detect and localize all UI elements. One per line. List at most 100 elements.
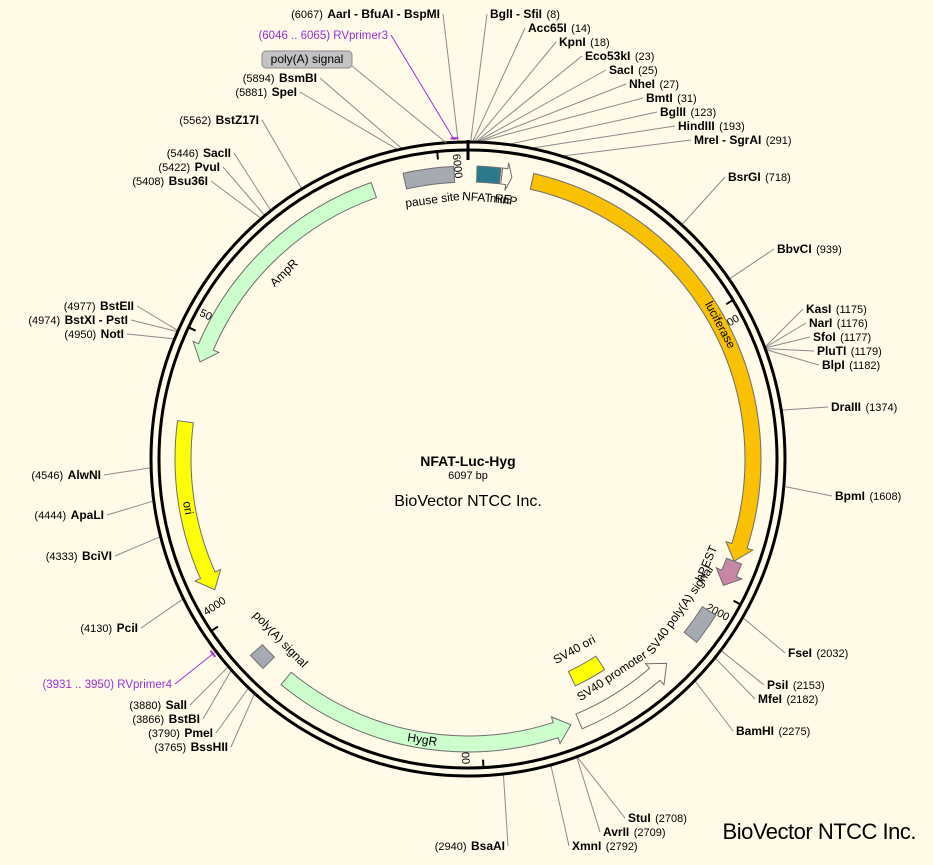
feature-ori [174, 420, 222, 591]
site-bcivi: (4333) BciVI [46, 547, 112, 564]
feature-ampr [192, 181, 378, 363]
feature-label-minp: minP [489, 191, 518, 209]
feature-luciferase [529, 172, 762, 562]
site-bstz17i: (5562) BstZ17I [179, 111, 259, 128]
site-name: SpeI [272, 85, 297, 99]
tick-mark-2000 [733, 599, 742, 606]
leader-eco53ki [475, 55, 583, 143]
leader-pvui [222, 166, 266, 216]
primer-name: RVprimer4 [117, 679, 172, 691]
leader-pmei [215, 687, 250, 734]
badge-leader [351, 65, 447, 144]
leader-nari [764, 322, 807, 349]
site-position: (1374) [865, 402, 897, 414]
site-position: (4333) [46, 551, 78, 563]
site-avrii: AvrII (2709) [603, 823, 665, 840]
site-position: (4950) [64, 329, 96, 341]
leader-bcivi [114, 536, 161, 557]
site-name: PsiI [767, 678, 788, 692]
site-position: (1179) [851, 346, 882, 358]
badge-box [261, 50, 353, 69]
site-position: (1175) [836, 304, 867, 316]
leader-mfei [714, 657, 756, 700]
site-position: (2153) [793, 680, 825, 692]
leader-kasi [764, 308, 804, 348]
site-name: FseI [788, 646, 812, 660]
site-apali: (4444) ApaLI [34, 506, 104, 523]
site-alwni: (4546) AlwNI [31, 466, 101, 483]
site-fsei: FseI (2032) [788, 644, 848, 661]
site-psii: PsiI (2153) [767, 676, 825, 693]
site-position: (1608) [869, 491, 901, 503]
site-position: (4546) [31, 470, 63, 482]
site-position: (5562) [179, 115, 211, 127]
site-position: (8) [546, 9, 559, 21]
site-name: HindIII [678, 119, 715, 133]
site-name: AlwNI [68, 468, 101, 482]
site-position: (5422) [158, 162, 190, 174]
site-kpni: KpnI (18) [559, 33, 610, 50]
site-name: BlpI [822, 358, 845, 372]
leader-sali [189, 666, 229, 706]
site-bpmi: BpmI (1608) [835, 487, 901, 504]
site-name: BsaAI [471, 839, 505, 853]
leader-bsaai [502, 773, 509, 847]
feature-label-nfat-re: NFAT RE [462, 189, 512, 207]
primer-leader-rvprimer4 [174, 652, 215, 685]
leader-saci [475, 69, 607, 143]
plasmid-center-info: NFAT-Luc-Hyg 6097 bp BioVector NTCC Inc. [340, 452, 596, 511]
leader-psii [720, 649, 765, 686]
site-bmti: BmtI (31) [646, 89, 697, 106]
leader-sfoi [764, 336, 811, 349]
top-feature-badge: poly(A) signal [261, 50, 447, 144]
site-position: (5881) [235, 87, 267, 99]
feature-hygr [280, 671, 572, 753]
site-name: BstXI - PstI [65, 313, 128, 327]
site-position: (3765) [154, 742, 186, 754]
site-position: (939) [816, 244, 842, 256]
site-bamhi: BamHI (2275) [736, 722, 810, 739]
site-name: PluTI [817, 344, 846, 358]
site-name: PciI [117, 621, 138, 635]
site-nari: NarI (1176) [809, 314, 868, 331]
leader-bsmbi [319, 77, 403, 150]
leader-avrii [576, 756, 601, 833]
feature-sv40-promoter [575, 662, 668, 730]
site-name: SfoI [813, 330, 836, 344]
site-position: (1177) [840, 332, 871, 344]
plasmid-backbone [149, 140, 787, 778]
site-bsaai: (2940) BsaAI [435, 837, 505, 854]
site-name: BstBI [169, 712, 200, 726]
site-name: BstEII [100, 299, 134, 313]
site-position: (3880) [129, 700, 161, 712]
site-position: (4130) [80, 623, 112, 635]
leader-aari-bfuai-bspmi [442, 13, 459, 143]
tick-mark-1000 [725, 299, 734, 306]
company-watermark: BioVector NTCC Inc. [722, 819, 917, 844]
site-aari-bfuai-bspmi: (6067) AarI - BfuAI - BspMI [291, 5, 440, 22]
site-bbvci: BbvCI (939) [777, 240, 842, 257]
site-name: XmnI [572, 839, 601, 853]
primer-rvprimer4: (3931 .. 3950) RVprimer4 [42, 679, 172, 691]
leader-bstxi-psti [130, 319, 178, 333]
leader-blpi [765, 349, 820, 366]
site-position: (3866) [132, 714, 164, 726]
site-position: (5408) [132, 176, 164, 188]
leader-bsshii [230, 693, 256, 748]
site-pmei: (3790) PmeI [148, 724, 213, 741]
primer-mark-rvprimer4 [209, 650, 217, 658]
feature-nfat-re [476, 165, 502, 185]
site-blpi: BlpI (1182) [822, 356, 880, 373]
site-position: (23) [635, 51, 655, 63]
site-name: SalI [166, 698, 187, 712]
feature-sv40-poly-a-signal [683, 606, 717, 643]
site-position: (5894) [243, 73, 275, 85]
leader-bpmi [783, 485, 833, 497]
site-position: (2275) [778, 726, 810, 738]
leader-pluti [765, 348, 815, 352]
primer-rvprimer3: (6046 .. 6065) RVprimer3 [258, 30, 388, 42]
badge-label: poly(A) signal [271, 52, 344, 66]
site-saci: SacI (25) [609, 61, 658, 78]
primer-range: (6046 .. 6065) [258, 30, 330, 42]
